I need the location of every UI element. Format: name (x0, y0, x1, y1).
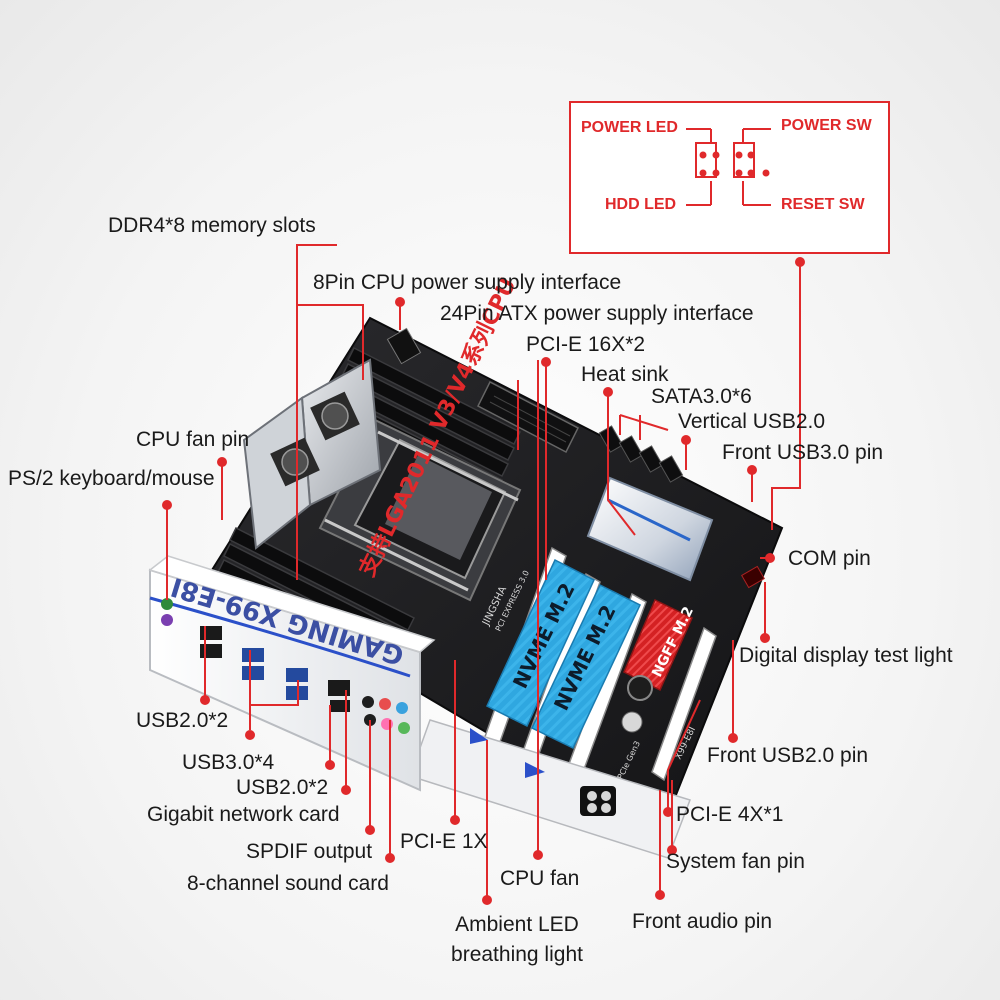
nvme-heatsink-2 (531, 583, 641, 750)
callout-sound-card: 8-channel sound card (187, 872, 389, 895)
header-pin-drawing (686, 128, 771, 206)
capacitor (627, 675, 653, 701)
cpu-power-8pin (386, 327, 422, 365)
callout-usb2-x2-b: USB2.0*2 (236, 776, 329, 799)
callout-system-fan-pin: System fan pin (666, 850, 805, 873)
callout-digital-display-light: Digital display test light (739, 644, 953, 667)
reset-sw-label: RESET SW (781, 196, 865, 213)
callout-usb3-x4: USB3.0*4 (182, 751, 275, 774)
callout-pcie-16x: PCI-E 16X*2 (526, 333, 646, 356)
capacitor (621, 711, 643, 733)
callout-vertical-usb2: Vertical USB2.0 (678, 410, 826, 433)
ambient-led-arrows (470, 728, 545, 778)
callout-usb2-x2-a: USB2.0*2 (136, 709, 229, 732)
ambient-led-line2: breathing light (451, 943, 583, 966)
callout-cpu-fan: CPU fan (500, 867, 580, 890)
hdd-led-label: HDD LED (605, 196, 677, 213)
vrm-heatsink (242, 358, 382, 550)
callout-com-pin: COM pin (788, 547, 871, 570)
callout-cpu-power-8pin: 8Pin CPU power supply interface (313, 271, 622, 294)
callout-spdif-output: SPDIF output (246, 840, 373, 863)
debug-led-display (741, 565, 765, 589)
power-led-label: POWER LED (581, 119, 678, 136)
leader-lines (166, 244, 801, 900)
audio-fan-header (580, 786, 616, 816)
callout-heat-sink: Heat sink (581, 363, 669, 386)
ngff-heatsink (623, 598, 693, 692)
callout-pcie-4x: PCI-E 4X*1 (676, 803, 784, 826)
callout-cpu-fan-pin: CPU fan pin (136, 428, 250, 451)
callout-front-usb2-pin: Front USB2.0 pin (707, 744, 869, 767)
chipset-heatsink (586, 476, 714, 582)
nvme-heatsink-1 (486, 558, 595, 728)
callout-atx-power-24pin: 24Pin ATX power supply interface (440, 302, 754, 325)
sata-ports (598, 425, 684, 483)
ambient-led-line1: Ambient LED (455, 913, 579, 936)
callout-ddr4-slots: DDR4*8 memory slots (108, 214, 316, 237)
power-sw-label: POWER SW (781, 117, 872, 134)
leader-dots (162, 257, 805, 905)
callout-ps2-keyboard-mouse: PS/2 keyboard/mouse (8, 467, 215, 490)
callout-gigabit-network: Gigabit network card (147, 803, 340, 826)
callout-ambient-led: Ambient LED breathing light (436, 913, 598, 967)
callout-sata: SATA3.0*6 (651, 385, 752, 408)
front-panel-header-diagram: POWER LED POWER SW HDD LED RESET SW (569, 101, 890, 254)
callout-front-audio-pin: Front audio pin (632, 910, 773, 933)
callout-pcie-1x: PCI-E 1X (400, 830, 488, 853)
atx-power-24pin (476, 380, 580, 454)
callout-front-usb3-pin: Front USB3.0 pin (722, 441, 884, 464)
